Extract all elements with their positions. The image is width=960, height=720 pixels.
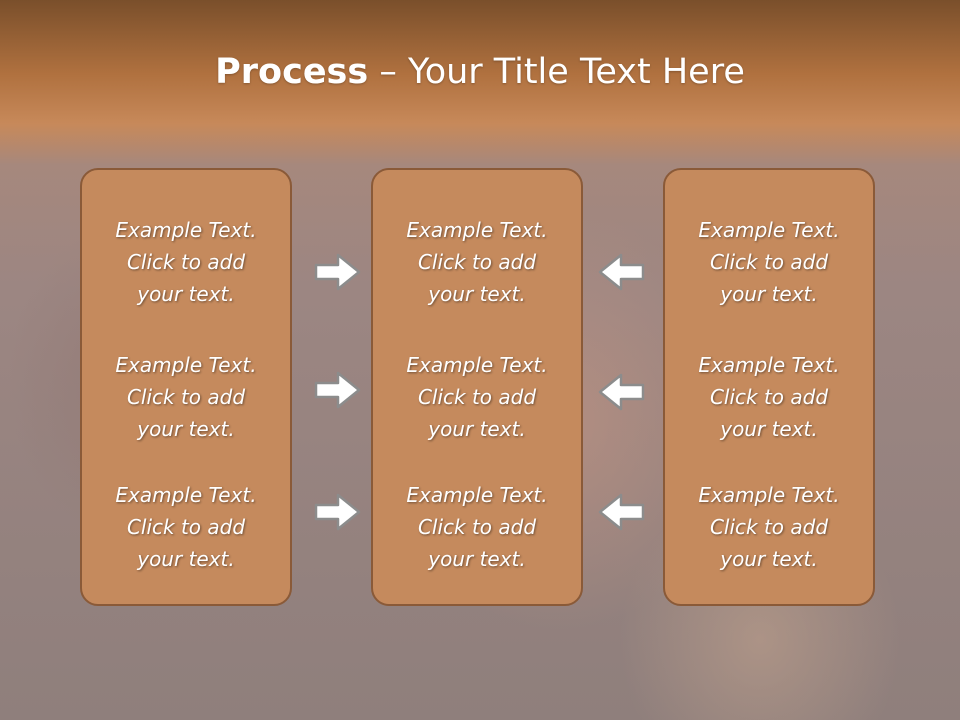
text-block[interactable]: Example Text. Click to add your text. (82, 479, 290, 575)
text-block[interactable]: Example Text. Click to add your text. (665, 479, 873, 575)
right-arrow-icon (314, 492, 362, 532)
text-line: Example Text. (406, 353, 548, 377)
text-line: Example Text. (406, 218, 548, 242)
text-block[interactable]: Example Text. Click to add your text. (665, 349, 873, 445)
text-line: your text. (137, 417, 235, 441)
title-bar (0, 0, 960, 165)
text-line: your text. (137, 547, 235, 571)
text-block[interactable]: Example Text. Click to add your text. (665, 214, 873, 310)
text-line: Example Text. (698, 218, 840, 242)
text-line: Click to add (126, 515, 246, 539)
text-line: your text. (428, 417, 526, 441)
right-arrow-icon (314, 370, 362, 410)
column-left[interactable]: Example Text. Click to add your text. Ex… (80, 168, 292, 606)
text-line: Click to add (126, 385, 246, 409)
text-line: Example Text. (406, 483, 548, 507)
text-line: your text. (428, 282, 526, 306)
text-line: your text. (720, 547, 818, 571)
text-line: Click to add (417, 250, 537, 274)
text-line: Click to add (417, 515, 537, 539)
text-line: Click to add (126, 250, 246, 274)
text-block[interactable]: Example Text. Click to add your text. (82, 349, 290, 445)
text-line: Click to add (709, 515, 829, 539)
column-right[interactable]: Example Text. Click to add your text. Ex… (663, 168, 875, 606)
text-block[interactable]: Example Text. Click to add your text. (373, 349, 581, 445)
text-line: Example Text. (115, 483, 257, 507)
slide-title[interactable]: Process – Your Title Text Here (0, 52, 960, 92)
text-line: Example Text. (698, 483, 840, 507)
text-line: Example Text. (115, 218, 257, 242)
text-line: your text. (720, 417, 818, 441)
text-line: Click to add (709, 385, 829, 409)
text-line: your text. (428, 547, 526, 571)
text-block[interactable]: Example Text. Click to add your text. (373, 479, 581, 575)
text-block[interactable]: Example Text. Click to add your text. (373, 214, 581, 310)
text-line: Example Text. (698, 353, 840, 377)
text-line: Example Text. (115, 353, 257, 377)
text-line: Click to add (709, 250, 829, 274)
title-rest: – Your Title Text Here (368, 52, 745, 92)
left-arrow-icon (597, 372, 645, 412)
title-bold: Process (215, 52, 369, 92)
column-center[interactable]: Example Text. Click to add your text. Ex… (371, 168, 583, 606)
text-line: your text. (720, 282, 818, 306)
text-block[interactable]: Example Text. Click to add your text. (82, 214, 290, 310)
right-arrow-icon (314, 252, 362, 292)
text-line: your text. (137, 282, 235, 306)
left-arrow-icon (597, 492, 645, 532)
text-line: Click to add (417, 385, 537, 409)
left-arrow-icon (597, 252, 645, 292)
